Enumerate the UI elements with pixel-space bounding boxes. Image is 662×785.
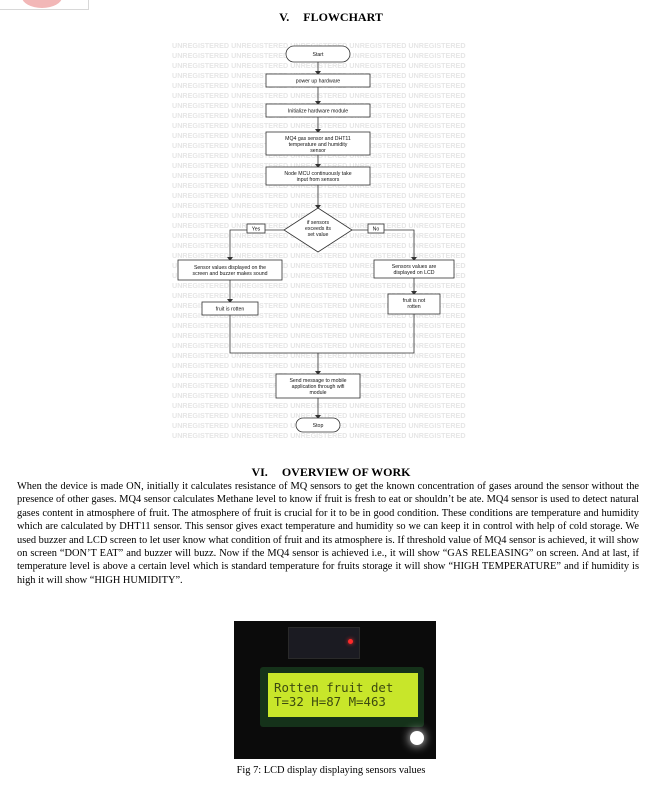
section-heading-flowchart: V. FLOWCHART [0, 10, 662, 25]
flow-no-tag [367, 223, 385, 234]
connector-yes-merge [229, 315, 318, 354]
flow-step-mcu [265, 166, 371, 186]
logo-fragment [22, 0, 62, 8]
section-title: OVERVIEW OF WORK [281, 465, 411, 479]
flow-step-mcu-label-1: Node MCU continuously take [284, 171, 351, 177]
watermark-row: UNREGISTERED UNREGISTERED UNREGISTERED U… [172, 121, 466, 130]
flow-no-action [373, 259, 455, 279]
watermark-row: UNREGISTERED UNREGISTERED UNREGISTERED U… [172, 61, 466, 70]
flow-no-label: No [373, 227, 380, 233]
watermark-row: UNREGISTERED UNREGISTERED UNREGISTERED U… [172, 331, 466, 340]
overview-paragraph: When the device is made ON, initially it… [17, 481, 639, 586]
section-title: FLOWCHART [303, 10, 383, 24]
flow-no-result [387, 293, 441, 315]
flow-decision-label-3: set value [308, 232, 329, 238]
flowchart-connectors [229, 62, 415, 418]
watermark-row: UNREGISTERED UNREGISTERED UNREGISTERED U… [172, 281, 466, 290]
connector-no-merge [318, 314, 415, 354]
watermark-row: UNREGISTERED UNREGISTERED UNREGISTERED U… [172, 181, 466, 190]
flow-yes-action [177, 259, 283, 281]
flow-send-label-2: application through wifi [292, 384, 345, 390]
flow-step-mcu-label-2: input from sensors [297, 177, 340, 183]
lcd-line-1: Rotten fruit det [274, 680, 394, 695]
watermark-row: UNREGISTERED UNREGISTERED UNREGISTERED U… [172, 191, 466, 200]
flow-stop-label: Stop [313, 423, 324, 429]
flow-send-label-3: module [309, 390, 326, 396]
watermark-row: UNREGISTERED UNREGISTERED UNREGISTERED U… [172, 41, 466, 50]
section-heading-overview: VI. OVERVIEW OF WORK [0, 465, 662, 480]
watermark-row: UNREGISTERED UNREGISTERED UNREGISTERED U… [172, 361, 466, 370]
flow-step-initialize [265, 103, 371, 118]
flow-step-sensors-label-3: sensor [310, 148, 326, 154]
flow-yes-action-label-1: Sensor values displayed on the [194, 265, 266, 271]
flow-yes-result-label: fruit is rotten [216, 307, 245, 313]
flowchart-arrowheads [227, 71, 417, 419]
page-corner-fragment [0, 0, 89, 10]
lcd-screen: Rotten fruit det T=32 H=87 M=463 [268, 673, 418, 717]
arrowhead [315, 415, 321, 419]
flow-step-power-up [265, 73, 371, 88]
watermark-row: UNREGISTERED UNREGISTERED UNREGISTERED U… [172, 291, 466, 300]
arrowhead [227, 257, 233, 261]
figure-caption: Fig 7: LCD display displaying sensors va… [236, 765, 426, 776]
section-number: V. [279, 10, 290, 24]
status-led [348, 639, 353, 644]
flow-no-result-label-2: rotten [407, 304, 420, 310]
light-glare [410, 731, 424, 745]
flow-decision-label-1: if sensors [307, 220, 330, 226]
flow-step-sensors-label-1: MQ4 gas sensor and DHT11 [285, 136, 351, 142]
flow-send-label-1: Send message to mobile [289, 378, 346, 384]
flow-no-result-label-1: fruit is not [403, 298, 426, 304]
flow-yes-result [201, 301, 259, 316]
flow-step-sensors [265, 131, 371, 156]
arrowhead [315, 164, 321, 168]
arrowhead [315, 205, 321, 209]
flow-start-terminal [285, 45, 351, 63]
flow-decision-label-2: exceeds its [305, 226, 331, 232]
flow-no-action-label-1: Sensors values are [392, 264, 437, 270]
flow-start-label: Start [313, 52, 325, 58]
watermark-row: UNREGISTERED UNREGISTERED UNREGISTERED U… [172, 271, 466, 280]
arrowhead [411, 291, 417, 295]
watermark-row: UNREGISTERED UNREGISTERED UNREGISTERED U… [172, 431, 466, 440]
watermark-row: UNREGISTERED UNREGISTERED UNREGISTERED U… [172, 301, 466, 310]
arrowhead [315, 101, 321, 105]
flow-yes-tag [246, 223, 266, 234]
flow-step-send-message [275, 373, 361, 399]
flowchart-diagram: UNREGISTERED UNREGISTERED UNREGISTERED U… [172, 41, 466, 440]
flow-step-power-up-label: power up hardware [296, 79, 341, 85]
arrowhead [315, 371, 321, 375]
arrowhead [411, 257, 417, 261]
flow-yes-label: Yes [252, 227, 261, 233]
watermark-row: UNREGISTERED UNREGISTERED UNREGISTERED U… [172, 261, 466, 270]
lcd-photo: Rotten fruit det T=32 H=87 M=463 [234, 621, 436, 759]
flow-step-initialize-label: Initialize hardware module [288, 109, 348, 115]
flow-decision-threshold [283, 207, 353, 253]
watermark-row: UNREGISTERED UNREGISTERED UNREGISTERED U… [172, 311, 466, 320]
watermark-row: UNREGISTERED UNREGISTERED UNREGISTERED U… [172, 401, 466, 410]
flow-step-sensors-label-2: temperature and humidity [289, 142, 348, 148]
flow-no-action-label-2: displayed on LCD [394, 270, 435, 276]
section-number: VI. [251, 465, 268, 479]
watermark-row: UNREGISTERED UNREGISTERED UNREGISTERED U… [172, 91, 466, 100]
arrowhead [315, 129, 321, 133]
lcd-line-2: T=32 H=87 M=463 [274, 694, 386, 709]
watermark-row: UNREGISTERED UNREGISTERED UNREGISTERED U… [172, 321, 466, 330]
arrowhead [227, 299, 233, 303]
flow-stop-terminal [295, 417, 341, 433]
watermark-row: UNREGISTERED UNREGISTERED UNREGISTERED U… [172, 151, 466, 160]
arrowhead [315, 71, 321, 75]
watermark-row: UNREGISTERED UNREGISTERED UNREGISTERED U… [172, 251, 466, 260]
watermark-row: UNREGISTERED UNREGISTERED UNREGISTERED U… [172, 341, 466, 350]
watermark-row: UNREGISTERED UNREGISTERED UNREGISTERED U… [172, 351, 466, 360]
flow-yes-action-label-2: screen and buzzer makes sound [193, 271, 268, 277]
connector-yes-branch [229, 229, 284, 260]
